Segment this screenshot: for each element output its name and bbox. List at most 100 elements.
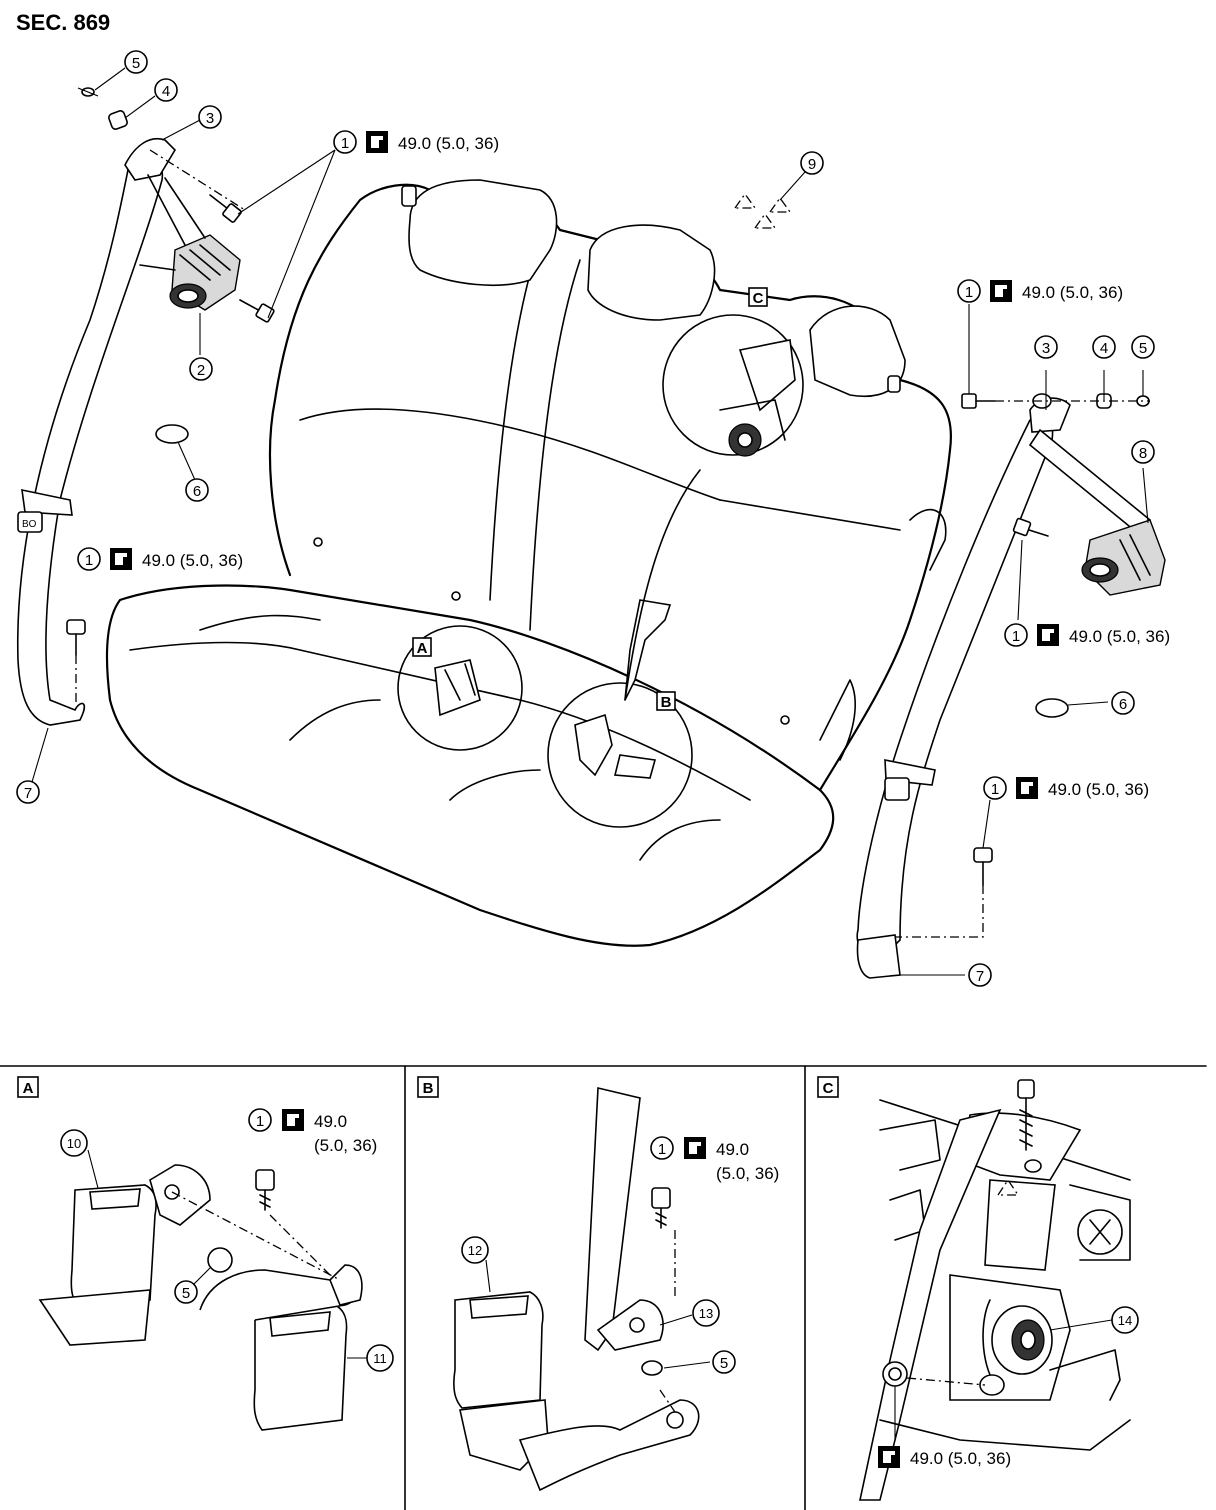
svg-text:1: 1 <box>85 552 93 569</box>
right-retractor <box>1081 519 1166 596</box>
svg-text:1: 1 <box>965 284 973 301</box>
left-upper-anchor <box>124 138 177 181</box>
svg-text:C: C <box>753 290 764 307</box>
svg-text:49.0 (5.0, 36): 49.0 (5.0, 36) <box>910 1449 1011 1468</box>
callout-6-left: 6 <box>185 478 209 502</box>
torque-wrench-icon <box>878 1446 900 1468</box>
svg-text:B: B <box>661 694 672 711</box>
svg-text:49.0 (5.0, 36): 49.0 (5.0, 36) <box>1048 780 1149 799</box>
torque-spec-right-top: 49.0 (5.0, 36) <box>990 280 1123 302</box>
svg-text:49.0 (5.0, 36): 49.0 (5.0, 36) <box>1022 283 1123 302</box>
torque-spec-panel-c: 49.0 (5.0, 36) <box>878 1446 1011 1468</box>
callout-14: 14 <box>1111 1306 1139 1334</box>
svg-text:B: B <box>423 1080 434 1097</box>
torque-wrench-icon <box>684 1137 706 1159</box>
seat-cushion <box>105 584 835 947</box>
svg-text:49.0 (5.0, 36): 49.0 (5.0, 36) <box>1069 627 1170 646</box>
callout-5-right: 5 <box>1131 335 1155 359</box>
torque-wrench-icon <box>282 1109 304 1131</box>
torque-wrench-icon <box>366 131 388 153</box>
bolt-lower-right <box>973 847 993 886</box>
svg-text:49.0 (5.0, 36): 49.0 (5.0, 36) <box>142 551 243 570</box>
torque-wrench-icon <box>1016 777 1038 799</box>
section-title: SEC. 869 <box>16 10 111 35</box>
svg-text:9: 9 <box>808 156 816 173</box>
torque-spec-right-lower: 49.0 (5.0, 36) <box>1016 777 1149 799</box>
triangle-marker-icon <box>733 192 792 229</box>
callout-8: 8 <box>1131 440 1155 464</box>
headrest-center <box>587 224 716 321</box>
detail-panel-c: C 14 49.0 (5.0, 36) <box>817 1076 1139 1501</box>
svg-text:7: 7 <box>24 785 32 802</box>
bushing <box>108 110 128 130</box>
svg-text:3: 3 <box>1042 340 1050 357</box>
callout-3-left: 3 <box>198 105 222 129</box>
callout-4-right: 4 <box>1092 335 1116 359</box>
svg-text:7: 7 <box>976 968 984 985</box>
left-belt-webbing <box>16 155 164 726</box>
detail-label-c-main: C <box>748 287 768 307</box>
callout-13: 13 <box>692 1299 720 1327</box>
callout-1-right-mid: 1 <box>1004 623 1028 647</box>
callout-10: 10 <box>60 1129 88 1157</box>
svg-text:(5.0, 36): (5.0, 36) <box>716 1164 779 1183</box>
belt-marking: BO <box>22 519 37 530</box>
torque-wrench-icon <box>1037 624 1059 646</box>
detail-label-a-main: A <box>412 637 432 657</box>
svg-text:2: 2 <box>197 362 205 379</box>
svg-text:10: 10 <box>67 1136 81 1151</box>
bolt-retractor-left <box>239 299 275 323</box>
svg-text:49.0: 49.0 <box>716 1140 749 1159</box>
torque-spec-top: 49.0 (5.0, 36) <box>366 131 499 153</box>
buckle-10 <box>70 1184 157 1311</box>
callout-1-top: 1 <box>333 130 357 154</box>
callout-2: 2 <box>189 357 213 381</box>
anchor-cover-right <box>1035 698 1069 718</box>
svg-text:4: 4 <box>162 83 170 100</box>
callout-11: 11 <box>366 1344 394 1372</box>
svg-text:13: 13 <box>699 1306 713 1321</box>
svg-text:5: 5 <box>132 55 140 72</box>
svg-text:1: 1 <box>256 1113 264 1130</box>
svg-text:5: 5 <box>720 1355 728 1372</box>
svg-text:8: 8 <box>1139 445 1147 462</box>
rear-seat <box>105 179 952 947</box>
headrest-right <box>809 305 906 397</box>
detail-panel-a: A 10 1 5 11 49.0 (5.0, 36) <box>17 1076 394 1431</box>
torque-spec-panel-b: 49.0 (5.0, 36) <box>684 1137 779 1183</box>
callout-9: 9 <box>800 151 824 175</box>
svg-text:11: 11 <box>373 1351 387 1366</box>
callout-1-panel-b: 1 <box>650 1136 674 1160</box>
callout-1-right-lower: 1 <box>983 776 1007 800</box>
svg-text:C: C <box>823 1080 834 1097</box>
center-belt-webbing <box>624 599 672 701</box>
right-seat-belt-assembly <box>856 393 1166 979</box>
panel-label-a: A <box>17 1076 39 1098</box>
torque-spec-panel-a: 49.0 (5.0, 36) <box>282 1109 377 1155</box>
callout-5-left: 5 <box>124 50 148 74</box>
left-seat-belt-assembly: BO <box>16 87 275 726</box>
svg-text:A: A <box>417 640 428 657</box>
bolt-upper-left <box>209 194 242 223</box>
callout-1-panel-a: 1 <box>248 1108 272 1132</box>
callout-1-left-lower: 1 <box>77 547 101 571</box>
headrest-left <box>408 179 558 286</box>
svg-text:12: 12 <box>468 1243 482 1258</box>
left-retractor <box>169 234 241 311</box>
torque-spec-right-mid: 49.0 (5.0, 36) <box>1037 624 1170 646</box>
bolt-lower-left <box>66 619 86 656</box>
torque-wrench-icon <box>990 280 1012 302</box>
svg-text:(5.0, 36): (5.0, 36) <box>314 1136 377 1155</box>
bolt-retractor-right <box>1012 517 1049 537</box>
svg-text:49.0 (5.0, 36): 49.0 (5.0, 36) <box>398 134 499 153</box>
callout-3-right: 3 <box>1034 335 1058 359</box>
detail-circle-a <box>397 625 523 751</box>
right-belt-webbing <box>856 415 1054 961</box>
panel-label-c: C <box>817 1076 839 1098</box>
svg-text:1: 1 <box>658 1141 666 1158</box>
svg-text:6: 6 <box>1119 696 1127 713</box>
callout-1-right-top: 1 <box>957 279 981 303</box>
detail-circle-c <box>662 314 804 457</box>
left-belt-guide <box>21 488 73 516</box>
